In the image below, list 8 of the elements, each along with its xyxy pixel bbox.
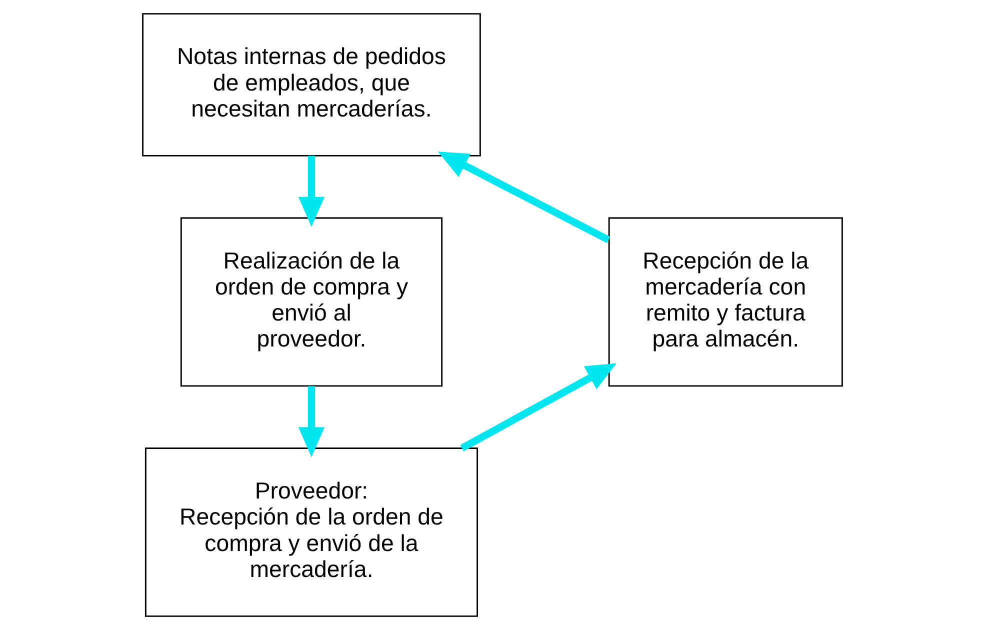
arrow (438, 152, 610, 244)
node-box: Realización de la orden de compra y envió al proveedor. (180, 217, 443, 387)
arrow (460, 363, 617, 452)
node-box: Proveedor: Recepción de la orden de compra y envió de la mercadería. (144, 448, 478, 617)
node-box: Notas internas de pedidos de empleados, que necesitan mercaderías. (142, 13, 481, 156)
arrow (298, 386, 325, 458)
node-box: Recepción de la mercadería con remito y factura para almacén. (608, 217, 843, 387)
arrow (298, 156, 325, 227)
